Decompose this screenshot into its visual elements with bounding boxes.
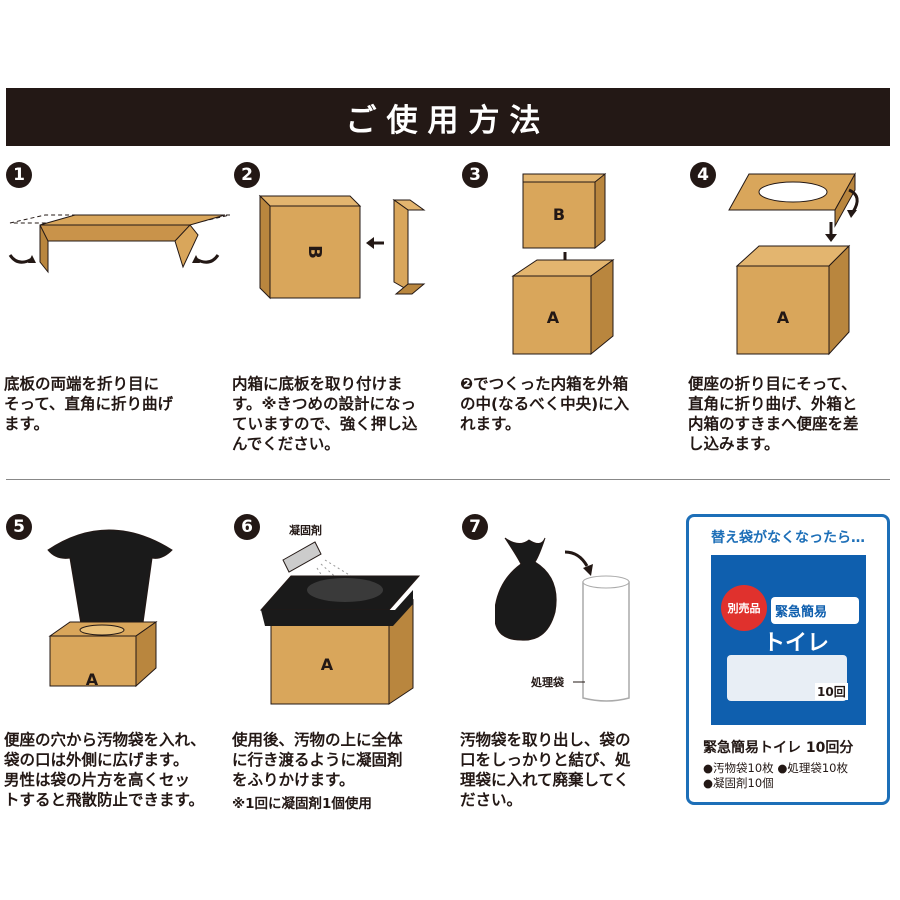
product-contents: ●汚物袋10枚 ●処理袋10枚 ●凝固剤10個	[703, 761, 848, 790]
svg-text:A: A	[777, 308, 790, 327]
coagulant-label: 凝固剤	[289, 523, 322, 537]
step-number-1: 1	[6, 162, 32, 188]
step-number-5: 5	[6, 514, 32, 540]
step4-text: 便座の折り目にそって、 直角に折り曲げ、外箱と 内箱のすきまへ便座を差 し込みま…	[688, 375, 859, 453]
separately-sold-badge: 別売品	[721, 585, 767, 631]
step6-illustration: 凝固剤 A	[259, 523, 421, 705]
disposal-bag-label: 処理袋	[530, 675, 565, 689]
product-panel-header: 替え袋がなくなったら…	[711, 530, 865, 546]
product-name: 緊急簡易トイレ 10回分	[703, 740, 854, 756]
step2-text: 内箱に底板を取り付けま す。※きつめの設計になっ ていますので、強く押し込 んで…	[232, 375, 418, 453]
step7-text: 汚物袋を取り出し、袋の 口をしっかりと結び、処 理袋に入れて廃棄してく ださい。	[460, 731, 631, 809]
step2-illustration: B	[258, 194, 426, 300]
step6-note: ※1回に凝固剤1個使用	[232, 796, 372, 812]
svg-text:A: A	[547, 308, 560, 327]
step-number-7: 7	[462, 514, 488, 540]
package-title-2: トイレ	[763, 631, 830, 656]
step3-illustration: B A	[511, 172, 615, 356]
step-number-6: 6	[234, 514, 260, 540]
step4-illustration: A	[728, 172, 859, 356]
product-panel: 替え袋がなくなったら… 別売品 緊急簡易 トイレ 10回 緊急簡易トイレ 10回…	[686, 514, 890, 805]
section-divider	[6, 479, 890, 480]
step-number-3: 3	[462, 162, 488, 188]
step5-illustration: A	[47, 529, 173, 689]
step1-illustration	[8, 214, 230, 274]
step1-text: 底板の両端を折り目に そって、直角に折り曲げ ます。	[4, 375, 173, 433]
svg-text:A: A	[86, 670, 99, 689]
step-number-2: 2	[234, 162, 260, 188]
package-count: 10回	[815, 683, 848, 700]
box-b-label: B	[304, 245, 325, 259]
product-package-image: 別売品 緊急簡易 トイレ 10回	[711, 555, 866, 725]
svg-text:B: B	[553, 205, 565, 224]
step-number-4: 4	[690, 162, 716, 188]
step5-text: 便座の穴から汚物袋を入れ、 袋の口は外側に広げます。 男性は袋の片方を高くセッ …	[4, 731, 206, 809]
step3-text: ❷でつくった内箱を外箱 の中(なるべく中央)に入 れます。	[460, 375, 630, 433]
package-title-1: 緊急簡易	[775, 605, 828, 620]
page-title: ご使用方法	[6, 88, 890, 146]
step6-text: 使用後、汚物の上に全体 に行き渡るように凝固剤 をふりかけます。	[232, 731, 403, 789]
svg-text:A: A	[321, 655, 334, 674]
step7-illustration: 処理袋	[495, 537, 630, 702]
